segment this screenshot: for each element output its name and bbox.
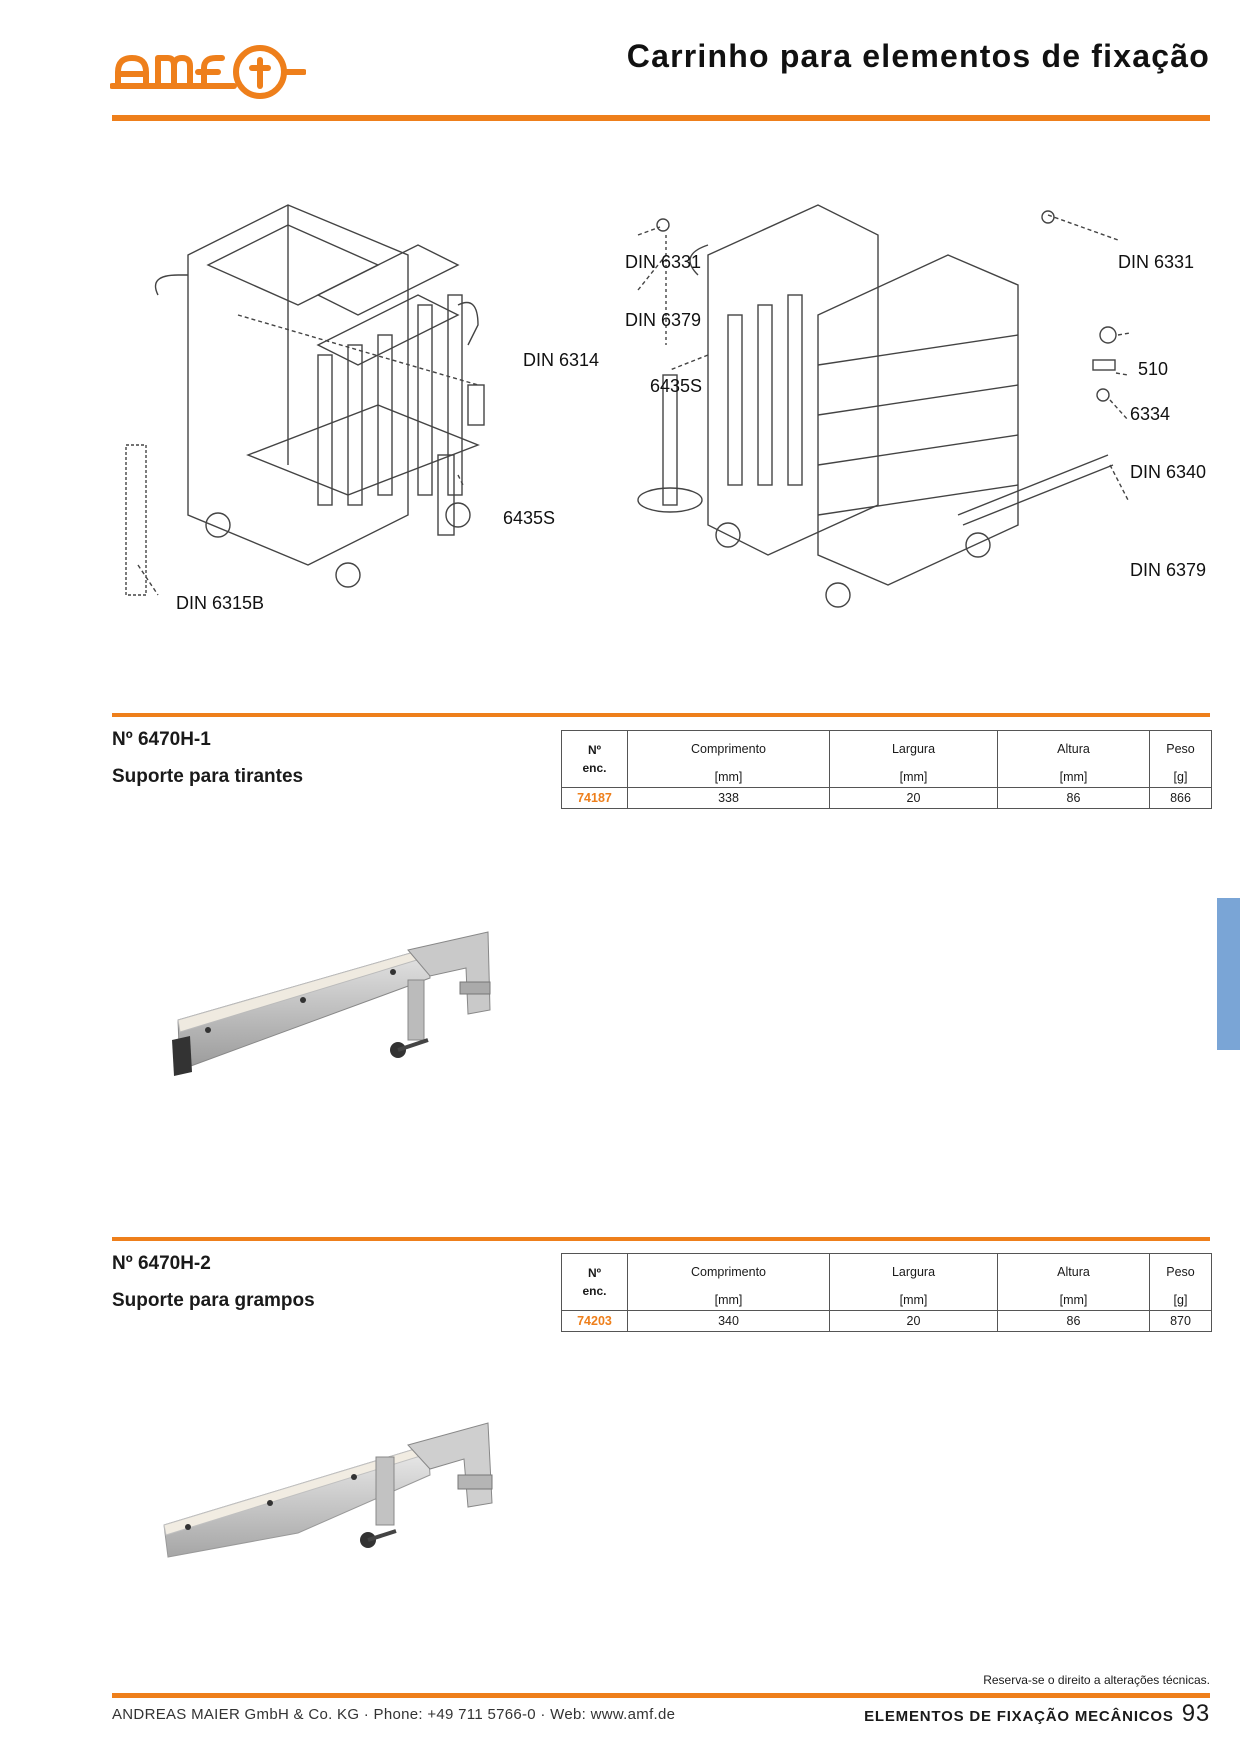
table-row: 74187 338 20 86 866 [561,787,1212,809]
order-code[interactable]: 74187 [561,787,628,809]
product-number: Nº 6470H-1 [112,729,211,750]
header-rule [112,115,1210,121]
col-height: Altura [997,730,1150,766]
footer-rule [112,1693,1210,1698]
callout-6334: 6334 [1130,404,1171,424]
chapter-tab[interactable] [1217,898,1240,1050]
col-enc: Nº enc. [561,1253,628,1311]
col-weight: Peso [1149,1253,1212,1289]
callout-6435s-right: 6435S [650,376,703,396]
page-title: Carrinho para elementos de fixação [626,38,1210,74]
callout-din-6331-left: DIN 6331 [625,252,702,272]
col-length: Comprimento [627,730,830,766]
amf-logo [109,38,307,107]
col-height: Altura [997,1253,1150,1289]
callout-din-6340: DIN 6340 [1130,462,1207,482]
table-row: 74203 340 20 86 870 [561,1310,1212,1332]
product-number: Nº 6470H-2 [112,1253,211,1274]
callout-din-6314: DIN 6314 [523,350,600,370]
col-width: Largura [829,1253,998,1289]
callout-6435s-left: 6435S [503,508,556,528]
table-unit-row: [mm] [mm] [mm] [g] [562,1289,1212,1311]
section-rule-1 [112,713,1210,717]
footer-section: ELEMENTOS DE FIXAÇÃO MECÂNICOS 93 [864,1700,1210,1728]
table-unit-row: [mm] [mm] [mm] [g] [562,766,1212,788]
product-photo-clamp-holder [158,1415,508,1580]
product-photo-tie-rod-holder [168,920,508,1095]
spec-table-1: Nº enc. Comprimento Largura Altura Peso … [561,730,1212,809]
footer-note: Reserva-se o direito a alterações técnic… [983,1673,1210,1687]
col-weight: Peso [1149,730,1212,766]
table-header-row: Nº enc. Comprimento Largura Altura Peso [561,730,1212,788]
col-width: Largura [829,730,998,766]
col-length: Comprimento [627,1253,830,1289]
product-name: Suporte para tirantes [112,766,304,787]
order-code[interactable]: 74203 [561,1310,628,1332]
callout-din-6379-left: DIN 6379 [625,310,702,330]
section-rule-2 [112,1237,1210,1241]
callout-din-6379-right: DIN 6379 [1130,560,1207,580]
footer-company: ANDREAS MAIER GmbH & Co. KG · Phone: +49… [112,1706,676,1723]
page-number: 93 [1181,1700,1210,1727]
callout-din-6315b: DIN 6315B [176,593,265,613]
footer-section-title: ELEMENTOS DE FIXAÇÃO MECÂNICOS [864,1708,1174,1725]
callout-510: 510 [1138,359,1169,379]
table-header-row: Nº enc. Comprimento Largura Altura Peso [561,1253,1212,1311]
callout-din-6331-right: DIN 6331 [1118,252,1195,272]
product-name: Suporte para grampos [112,1290,315,1311]
spec-table-2: Nº enc. Comprimento Largura Altura Peso … [561,1253,1212,1332]
cart-illustration [118,195,1188,640]
col-enc: Nº enc. [561,730,628,788]
